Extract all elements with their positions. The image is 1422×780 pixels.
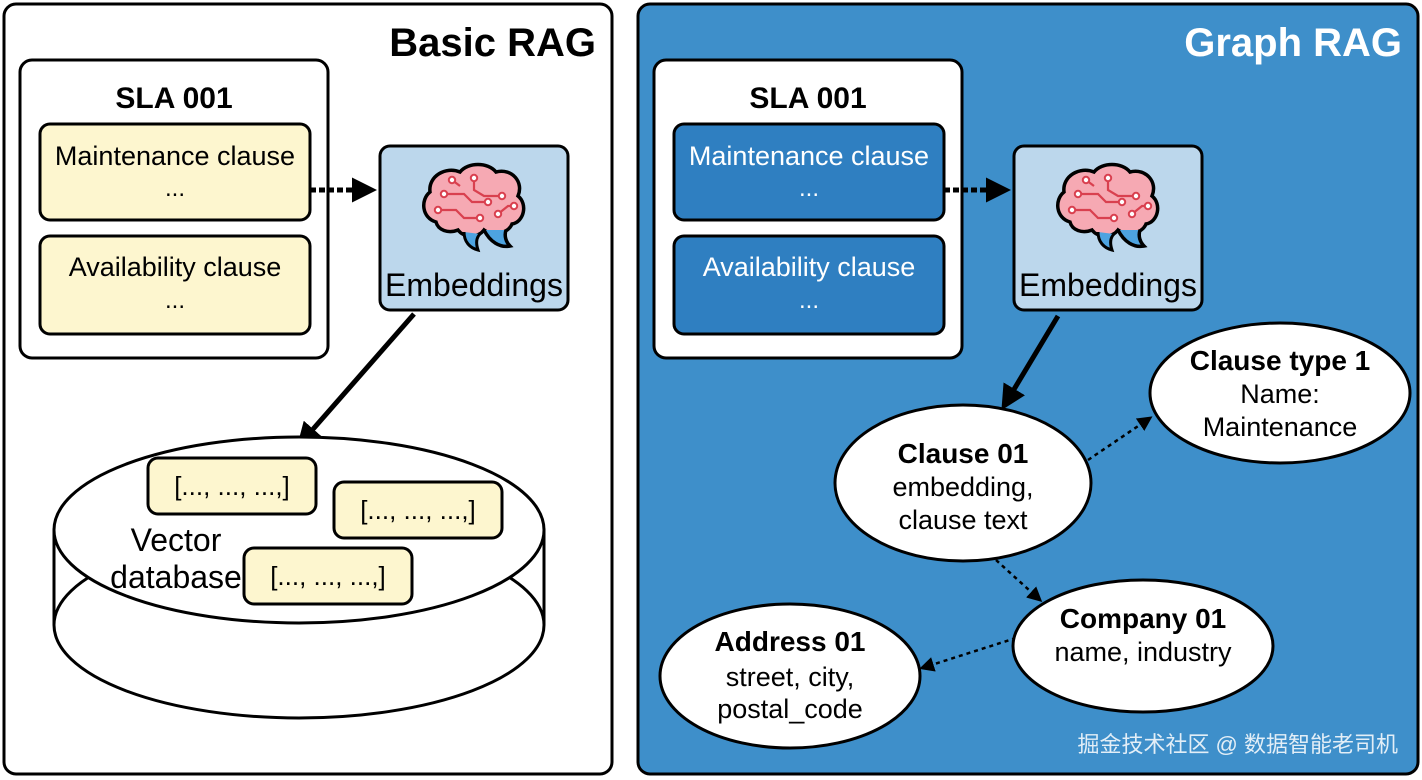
- graph-embeddings-to-clause-arrow: [1001, 314, 1061, 411]
- company-to-address-edge: [919, 636, 1017, 672]
- basic-maintenance-clause-ellipsis: ...: [165, 175, 185, 202]
- graph-node-clause-type: Clause type 1 Name: Maintenance: [1148, 321, 1412, 465]
- graph-availability-clause-ellipsis: ...: [799, 287, 819, 314]
- basic-rag-title: Basic RAG: [389, 21, 596, 65]
- graph-node-clause: Clause 01 embedding, clause text: [833, 403, 1093, 563]
- vector-item: [..., ..., ...,]: [332, 480, 504, 540]
- graph-rag-title: Graph RAG: [1184, 21, 1402, 65]
- watermark: 掘金技术社区 @ 数据智能老司机: [1077, 732, 1398, 757]
- graph-node-address: Address 01 street, city, postal_code: [658, 602, 922, 750]
- clause-to-company-edge: [995, 559, 1043, 603]
- basic-availability-clause-ellipsis: ...: [165, 287, 185, 314]
- clause-node-line2: clause text: [898, 505, 1028, 535]
- basic-maintenance-clause: Maintenance clause ...: [38, 122, 312, 222]
- graph-maintenance-clause-ellipsis: ...: [799, 175, 819, 202]
- basic-sla-title: SLA 001: [115, 82, 232, 115]
- clause-type-node-line1: Name:: [1240, 379, 1320, 409]
- clause-node-title: Clause 01: [898, 438, 1029, 469]
- company-node-title: Company 01: [1060, 603, 1227, 634]
- vector-item-text: [..., ..., ...,]: [270, 561, 386, 591]
- graph-embeddings-box: Embeddings: [1012, 144, 1204, 312]
- basic-availability-clause-label: Availability clause: [69, 252, 282, 282]
- address-node-line2: postal_code: [717, 694, 863, 724]
- basic-embeddings-label: Embeddings: [385, 267, 563, 303]
- vector-item-text: [..., ..., ...,]: [174, 471, 290, 501]
- basic-maintenance-clause-label: Maintenance clause: [55, 141, 295, 171]
- vector-item: [..., ..., ...,]: [242, 546, 414, 606]
- graph-rag-panel: Graph RAG SLA 001 Maintenance clause ...…: [636, 2, 1420, 776]
- clause-type-node-title: Clause type 1: [1190, 345, 1371, 376]
- basic-embeddings-to-vector-db-arrow: [296, 312, 416, 448]
- graph-availability-clause: Availability clause ...: [672, 234, 946, 336]
- graph-maintenance-clause: Maintenance clause ...: [672, 122, 946, 222]
- address-node-title: Address 01: [715, 626, 866, 657]
- clause-type-node-line2: Maintenance: [1203, 412, 1358, 442]
- address-node-line1: street, city,: [726, 662, 855, 692]
- graph-embeddings-label: Embeddings: [1019, 267, 1197, 303]
- vector-item-text: [..., ..., ...,]: [360, 495, 476, 525]
- company-node-line1: name, industry: [1054, 637, 1232, 667]
- graph-sla-title: SLA 001: [749, 82, 866, 115]
- vector-database: Vector database [..., ..., ...,] [..., .…: [52, 435, 546, 720]
- basic-rag-panel: Basic RAG SLA 001 Maintenance clause ...…: [2, 2, 614, 776]
- graph-availability-clause-label: Availability clause: [703, 252, 916, 282]
- vector-database-label-line2: database: [110, 559, 242, 595]
- basic-sla-document: SLA 001 Maintenance clause ... Availabil…: [18, 58, 330, 360]
- basic-embeddings-box: Embeddings: [378, 144, 570, 312]
- graph-node-company: Company 01 name, industry: [1011, 578, 1275, 714]
- vector-item: [..., ..., ...,]: [146, 456, 318, 516]
- clause-node-line1: embedding,: [892, 472, 1033, 502]
- graph-sla-document: SLA 001 Maintenance clause ... Availabil…: [652, 58, 964, 360]
- basic-availability-clause: Availability clause ...: [38, 234, 312, 336]
- vector-database-label-line1: Vector: [131, 522, 222, 558]
- graph-maintenance-clause-label: Maintenance clause: [689, 141, 929, 171]
